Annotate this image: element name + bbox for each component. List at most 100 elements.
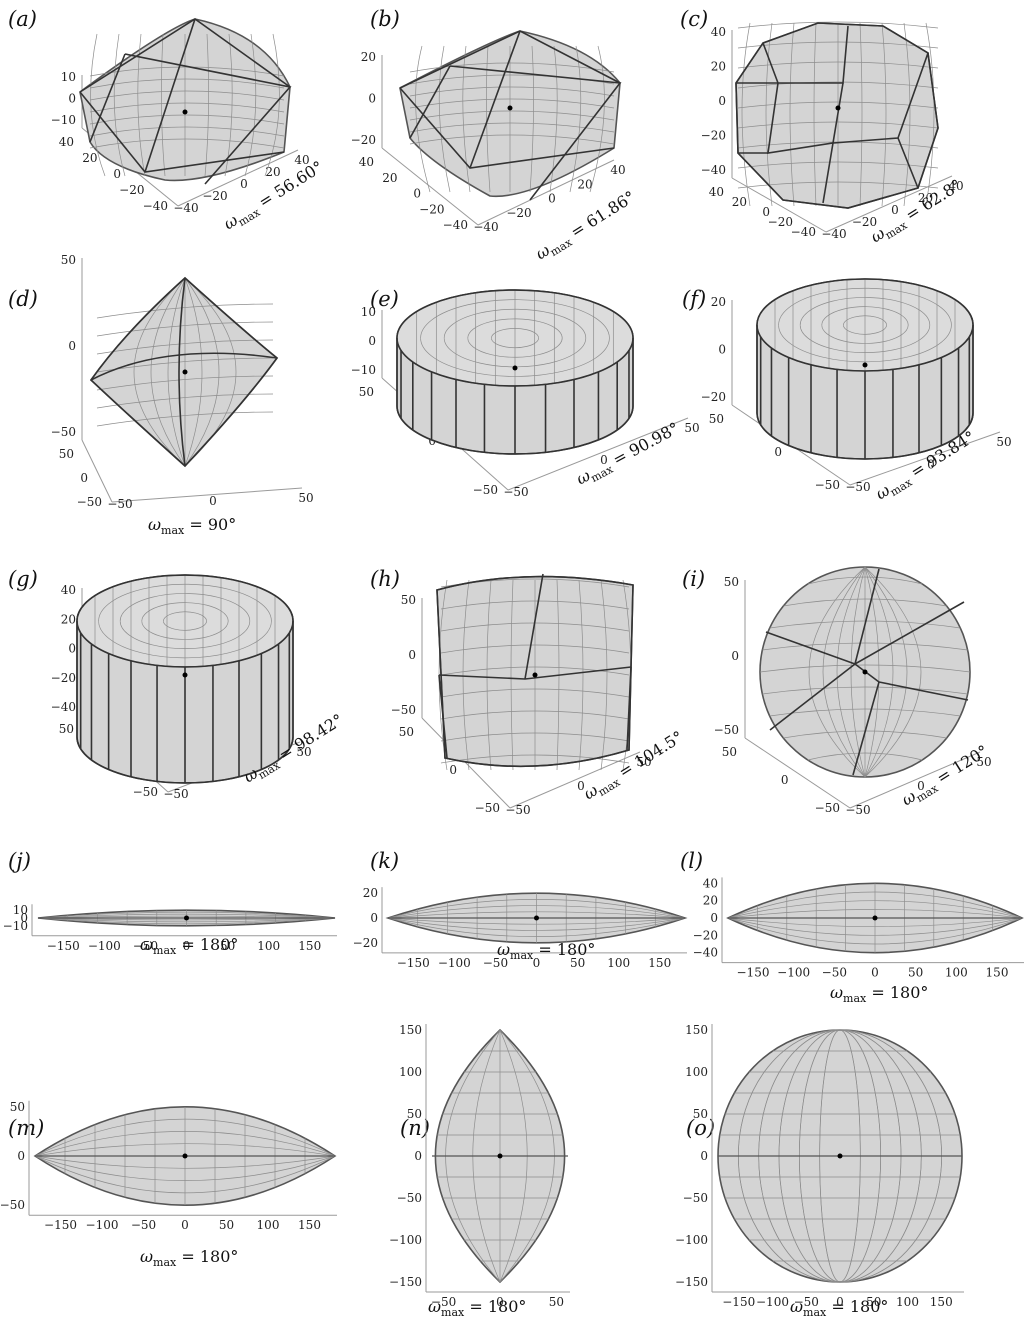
- tick-label: −50: [505, 803, 530, 817]
- omega-symbol: ω: [830, 983, 843, 1002]
- tick-label: 50: [724, 575, 739, 589]
- projection-shape: [33, 1106, 337, 1206]
- x-tick-label: −50: [133, 939, 158, 953]
- projection-shape: [37, 909, 336, 927]
- y-tick-label: 100: [685, 1065, 708, 1079]
- mesh-line: [204, 33, 209, 177]
- x-tick-label: 100: [945, 966, 968, 980]
- mesh-line: [821, 306, 909, 344]
- max-subscript: max: [510, 949, 534, 962]
- x-tick-label: 50: [570, 956, 585, 970]
- top-rim-back: [756, 278, 974, 326]
- tick-label: −20: [506, 206, 531, 220]
- mesh-line: [462, 579, 470, 771]
- shape-edge: [852, 681, 880, 776]
- x-tick-label: 0: [183, 939, 191, 953]
- mesh-line: [89, 114, 285, 125]
- tick-label: −40: [173, 201, 198, 215]
- mesh-line: [409, 98, 615, 109]
- tick-label: 20: [711, 295, 726, 309]
- panel-label: (e): [370, 287, 399, 311]
- y-tick-label: −50: [683, 1191, 708, 1205]
- mesh-line: [137, 33, 146, 177]
- tick-label: 50: [709, 412, 724, 426]
- mesh-line: [510, 579, 514, 771]
- origin-dot: [872, 915, 878, 921]
- tick-label: 50: [684, 421, 699, 435]
- x-tick-label: 50: [866, 1295, 881, 1309]
- tick-label: 0: [731, 649, 739, 663]
- origin-dot: [507, 105, 513, 111]
- panel-c: (c)40200−20−4040200−20−40−40−2002040ωmax…: [680, 7, 965, 246]
- shape-edge: [89, 53, 126, 143]
- tick-label: 0: [368, 92, 376, 106]
- mesh-line: [89, 138, 285, 149]
- mesh-line: [409, 86, 615, 97]
- mesh-line: [741, 22, 751, 207]
- mesh-line: [163, 611, 207, 631]
- x-tick-label: −100: [756, 1295, 789, 1309]
- x-tick-label: 150: [298, 1218, 321, 1232]
- mesh-line: [224, 33, 233, 177]
- y-tick-label: 150: [685, 1023, 708, 1037]
- x-tick-label: −100: [86, 1218, 119, 1232]
- mesh-line: [822, 566, 866, 778]
- mesh-line: [150, 277, 186, 467]
- max-subscript: max: [153, 1256, 177, 1269]
- tick-label: 0: [368, 334, 376, 348]
- y-tick-label: 20: [363, 886, 378, 900]
- tick-label: 0: [413, 187, 421, 201]
- x-tick-label: −150: [722, 1295, 755, 1309]
- right-axis-line: [111, 487, 303, 503]
- tick-label: 50: [996, 435, 1011, 449]
- x-tick-label: −50: [431, 1295, 456, 1309]
- caption-value: = 180°: [464, 1297, 526, 1316]
- tick-label: −50: [815, 801, 840, 815]
- tick-label: 10: [61, 70, 76, 84]
- tick-label: −40: [473, 220, 498, 234]
- right-axis-line: [477, 159, 615, 226]
- y-tick-label: −20: [693, 928, 718, 942]
- origin-dot: [534, 915, 539, 921]
- mesh-line: [529, 45, 534, 193]
- bottom-rim: [396, 405, 634, 455]
- x-tick-label: 100: [257, 939, 280, 953]
- tick-label: 0: [927, 458, 935, 472]
- shape-edge: [897, 137, 919, 189]
- origin-dot: [835, 105, 841, 111]
- y-tick-label: 0: [20, 911, 28, 925]
- omega-symbol: ω: [140, 1247, 153, 1266]
- right-axis-line: [825, 175, 953, 233]
- mesh-line: [89, 102, 285, 113]
- tick-label: 40: [948, 179, 963, 193]
- tick-label: −50: [815, 478, 840, 492]
- shape-octahedron: [89, 276, 279, 468]
- x-tick-label: −50: [483, 956, 508, 970]
- mesh-line: [167, 277, 186, 467]
- origin-dot: [862, 669, 868, 675]
- right-axis-line: [849, 751, 981, 809]
- tick-label: 20: [382, 171, 397, 185]
- top-rim-back: [396, 289, 634, 339]
- omega-symbol: ω: [497, 940, 510, 959]
- y-tick-label: −10: [3, 919, 28, 933]
- tick-label: 50: [296, 745, 311, 759]
- tick-label: −50: [714, 723, 739, 737]
- x-tick-label: −50: [794, 1295, 819, 1309]
- projection-shape: [432, 1028, 568, 1284]
- tick-label: −20: [419, 202, 444, 216]
- origin-dot: [497, 1153, 503, 1159]
- panel-label: (n): [400, 1116, 430, 1140]
- tick-label: 0: [774, 445, 782, 459]
- shape-edge: [854, 568, 880, 665]
- mesh-line: [859, 22, 863, 207]
- shape-cylinder: [756, 278, 974, 460]
- tick-label: 40: [359, 155, 374, 169]
- mesh-line: [843, 315, 887, 335]
- tick-label: −20: [51, 671, 76, 685]
